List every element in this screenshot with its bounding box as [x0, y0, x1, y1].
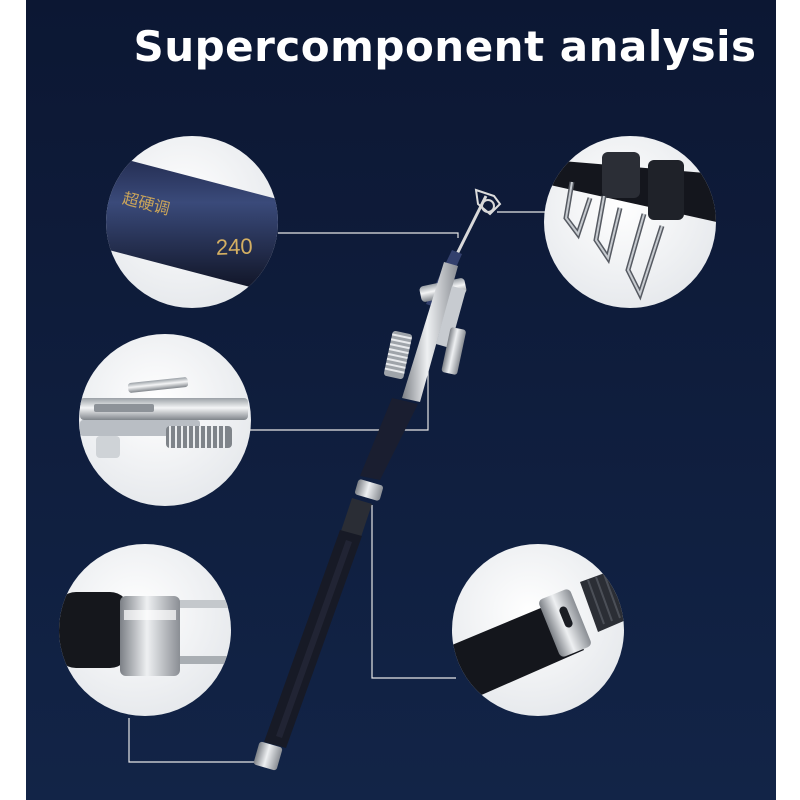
rod-label-length: 240 [215, 234, 253, 260]
leader-line-reel-seat [371, 505, 456, 679]
guides-blank [550, 160, 716, 225]
callout-reel-seat [452, 544, 624, 716]
leader-line-rod-label [278, 232, 459, 238]
callout-line-guides [544, 136, 716, 308]
leader-line-spring [250, 360, 429, 431]
rod-end-cap [253, 741, 283, 771]
rod-tip-guides-icon [474, 188, 502, 216]
reel-seat-thread [580, 566, 624, 632]
trigger-spring-icon [166, 426, 232, 448]
spring-icon [383, 330, 413, 380]
frame-lever [441, 327, 466, 375]
end-cap-ring-icon [120, 596, 180, 676]
trigger-rail [80, 398, 248, 420]
leader-lines [128, 211, 548, 763]
leader-line-end-cap [128, 718, 262, 763]
end-cap-grip [59, 592, 130, 668]
background-right-strip [776, 0, 800, 800]
frame-rails [402, 262, 458, 402]
callout-end-cap [59, 544, 231, 716]
callout-rod-label: 超硬调 240 [106, 136, 278, 308]
page-title: Supercomponent analysis [133, 22, 757, 71]
rod-mid-section [360, 398, 418, 480]
rod-metal-ring [355, 479, 383, 501]
fishing-rod [253, 188, 502, 771]
rod-reel-seat [340, 498, 372, 540]
background-left-strip [0, 0, 26, 800]
callout-spring-trigger [79, 334, 251, 506]
